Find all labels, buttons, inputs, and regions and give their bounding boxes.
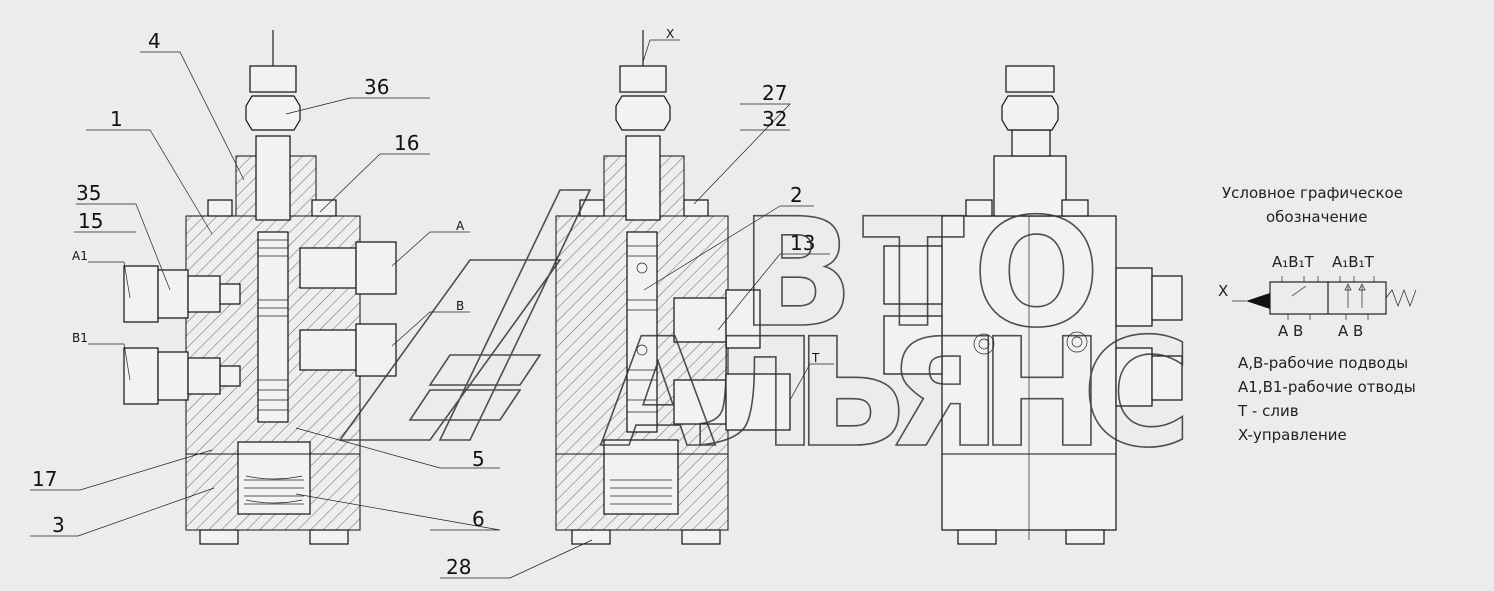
- label-36: 36: [364, 75, 389, 99]
- legend-line-1: A,B-рабочие подводы: [1238, 354, 1408, 372]
- watermark-logo-icon: [338, 189, 592, 441]
- label-5: 5: [472, 447, 485, 471]
- watermark: ВТО АЛЬЯНС: [338, 186, 1200, 482]
- label-1: 1: [110, 107, 123, 131]
- label-2: 2: [790, 183, 803, 207]
- symbol-ports-top-left: A₁B₁T: [1272, 253, 1315, 271]
- label-b1: B1: [72, 331, 88, 345]
- watermark-line-1: ВТО: [740, 187, 1108, 361]
- label-27: 27: [762, 81, 787, 105]
- label-32: 32: [762, 107, 787, 131]
- label-15: 15: [78, 209, 103, 233]
- external-view: [883, 65, 1183, 545]
- label-6: 6: [472, 507, 485, 531]
- label-t: T: [811, 351, 820, 365]
- symbol-ports-bottom-left: A B: [1278, 322, 1303, 340]
- part-labels: 4 36 1 16 35 15 A1 B1 A B 17 5 3 6 X 27 …: [32, 27, 820, 579]
- label-x: X: [666, 27, 674, 41]
- symbol-title-line1: Условное графическое: [1222, 184, 1403, 202]
- section-view-1: [123, 30, 397, 545]
- legend: A,B-рабочие подводы A1,B1-рабочие отводы…: [1237, 354, 1416, 444]
- legend-line-2: A1,B1-рабочие отводы: [1238, 378, 1416, 396]
- label-28: 28: [446, 555, 471, 579]
- label-3: 3: [52, 513, 65, 537]
- symbol-control-x: X: [1218, 282, 1228, 300]
- label-17: 17: [32, 467, 57, 491]
- legend-line-4: X-управление: [1238, 426, 1347, 444]
- label-a: A: [456, 219, 465, 233]
- label-13: 13: [790, 231, 815, 255]
- leader-lines: [30, 39, 834, 579]
- control-arrow-icon: [1246, 293, 1270, 309]
- symbol-ports-top-right: A₁B₁T: [1332, 253, 1375, 271]
- label-a1: A1: [72, 249, 88, 263]
- label-b: B: [456, 299, 464, 313]
- label-4: 4: [148, 29, 161, 53]
- label-16: 16: [394, 131, 419, 155]
- watermark-line-2: АЛЬЯНС: [600, 307, 1200, 481]
- symbol-title-line2: обозначение: [1266, 208, 1367, 226]
- legend-line-3: T - слив: [1237, 402, 1299, 420]
- symbol-ports-bottom-right: A B: [1338, 322, 1363, 340]
- valve-symbol: Условное графическое обозначение A₁B₁T A…: [1218, 184, 1417, 340]
- label-35: 35: [76, 181, 101, 205]
